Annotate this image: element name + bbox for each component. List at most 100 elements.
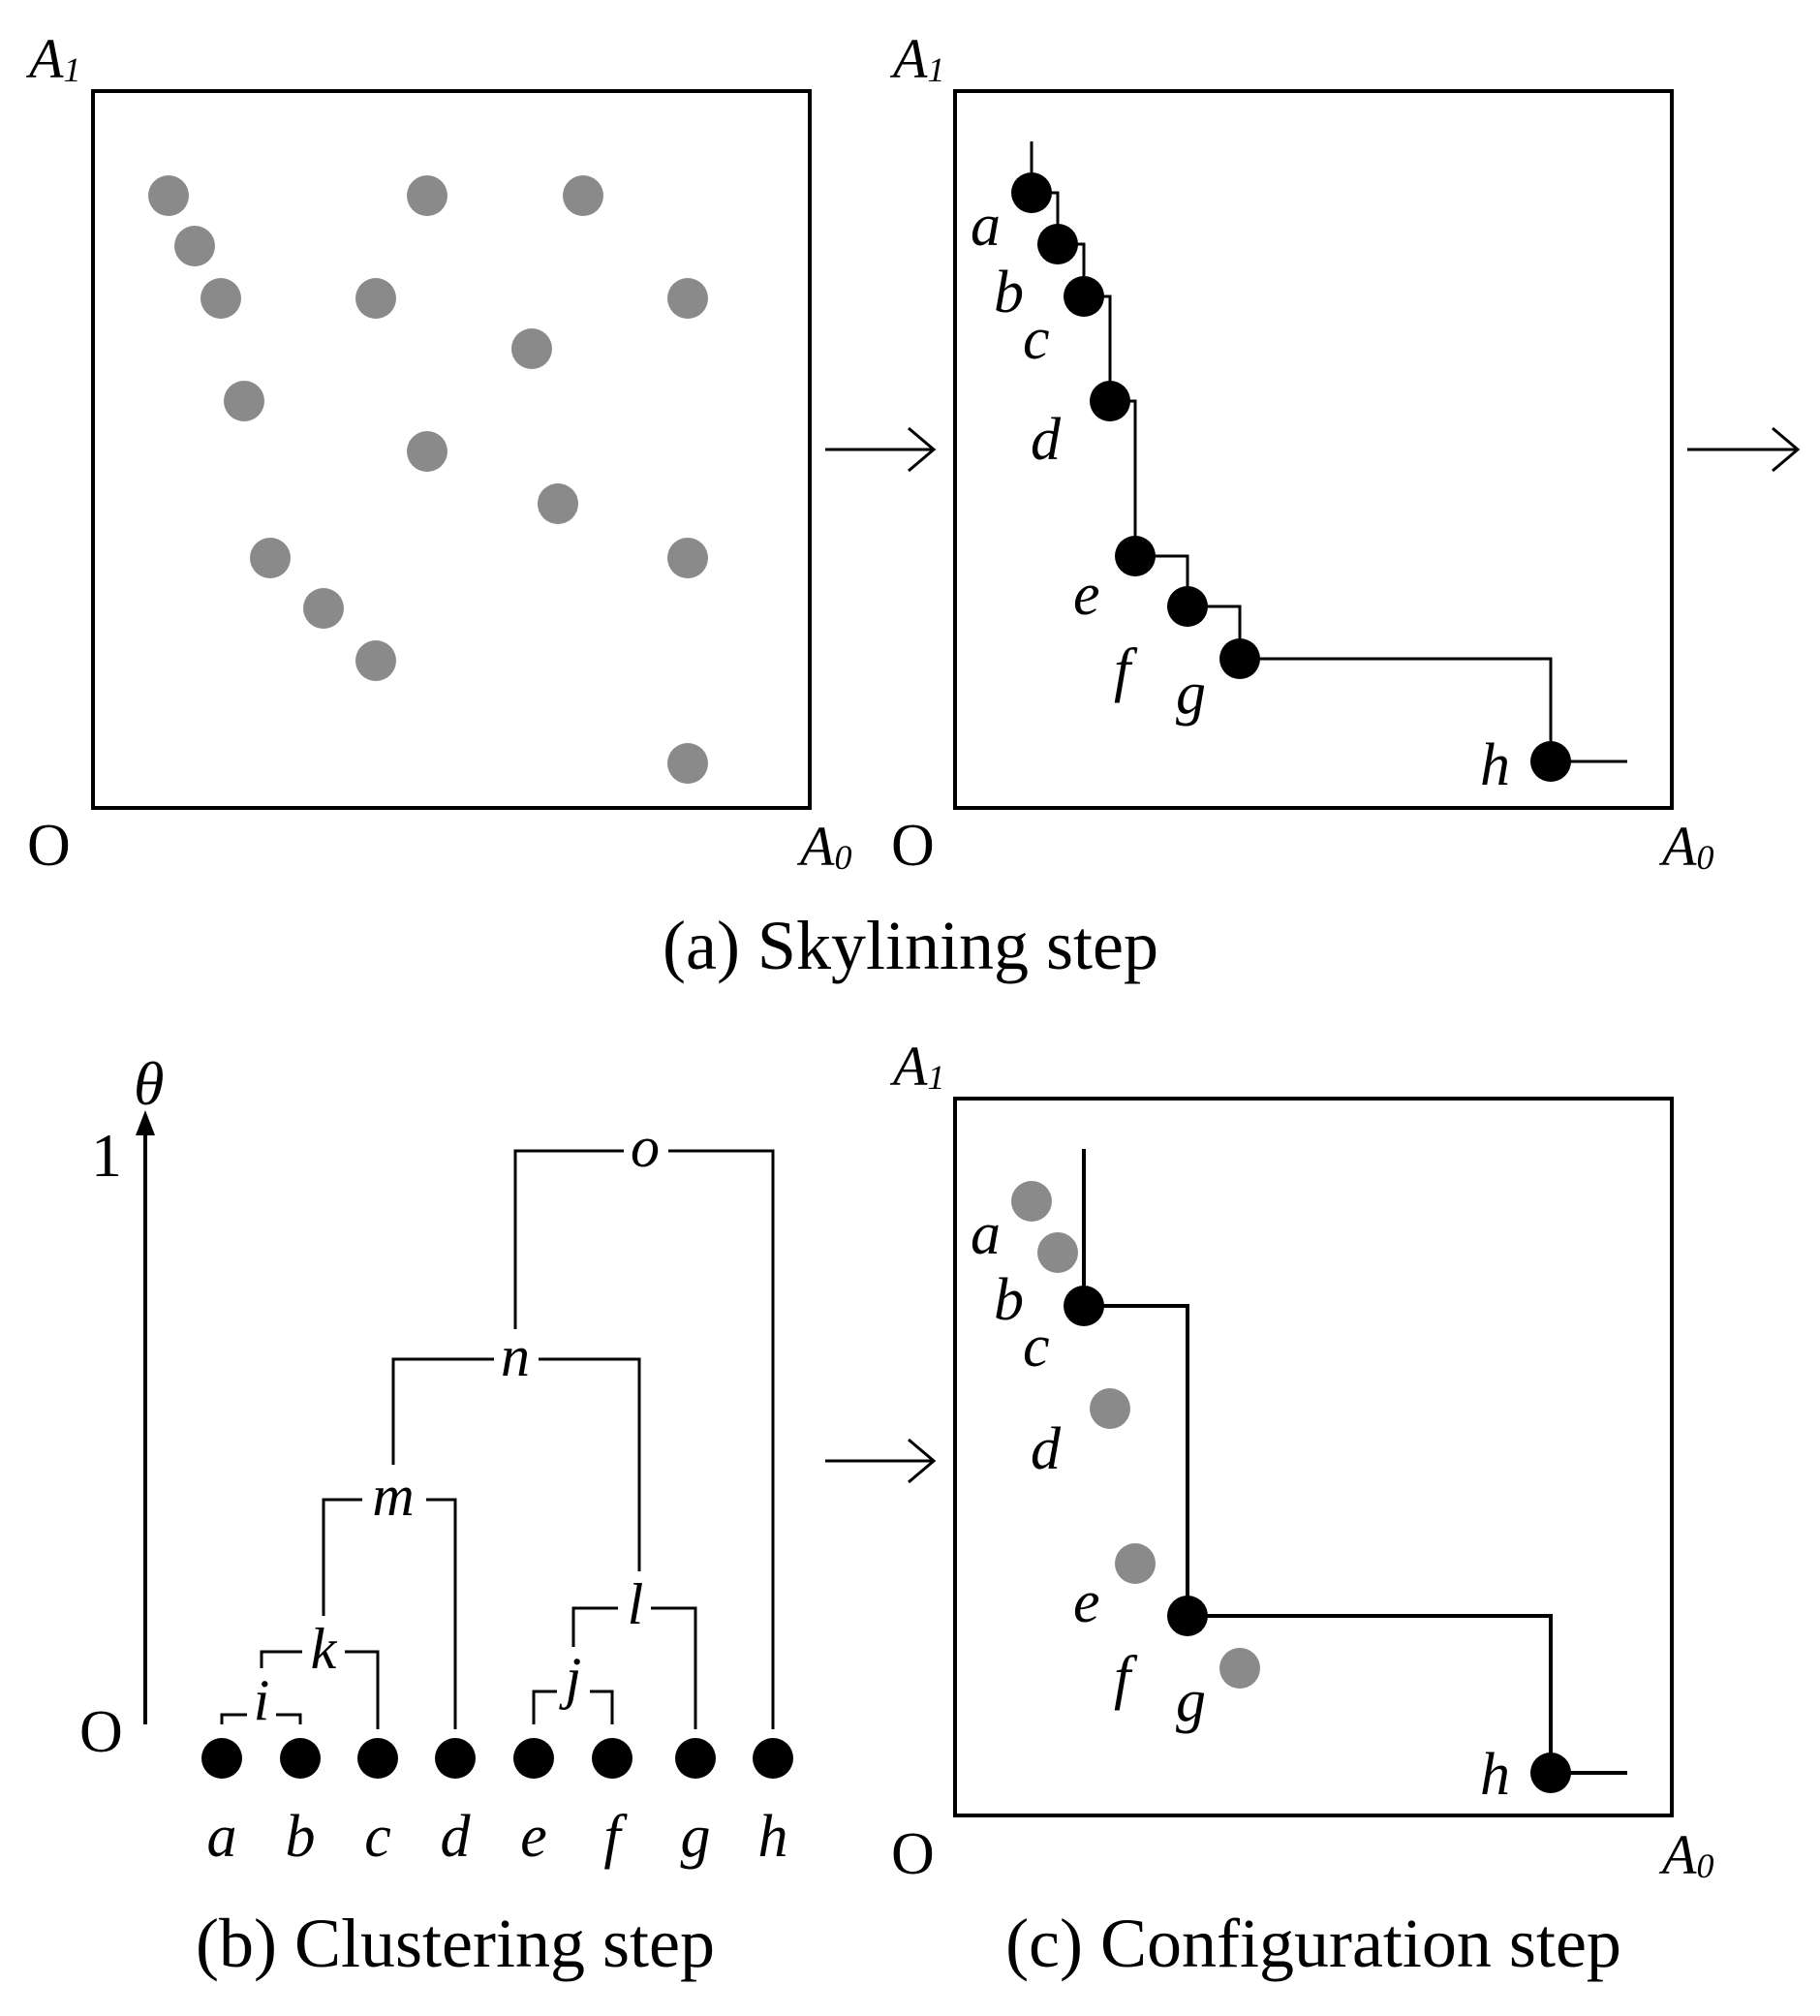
axis-tick-1: 1 — [91, 1121, 122, 1190]
point — [667, 278, 708, 319]
leaf-e — [513, 1738, 554, 1779]
point — [303, 588, 344, 629]
panel-a-left-plot: A1 O A0 — [25, 27, 851, 879]
point — [201, 278, 241, 319]
label-b: b — [994, 1267, 1024, 1333]
point-d — [1090, 381, 1130, 421]
merge-labels: i j k l m n o — [247, 1115, 668, 1732]
y-axis-label: A1 — [25, 27, 80, 90]
panel-a-right-plot: A1 O A0 a b c d e f g h — [889, 27, 1713, 879]
merge-label-l: l — [628, 1572, 644, 1636]
skyline-points — [1011, 172, 1571, 782]
arrow-right-icon — [1687, 426, 1801, 473]
arrow-right-icon — [825, 1438, 937, 1484]
label-d: d — [1031, 1416, 1062, 1482]
leaf-points — [201, 1738, 793, 1779]
point — [407, 431, 447, 472]
point-a — [1011, 172, 1052, 213]
label-f: f — [1114, 1645, 1138, 1711]
point-a — [1011, 1181, 1052, 1222]
leaf-label-e: e — [520, 1804, 547, 1870]
label-a: a — [971, 1201, 1001, 1267]
point-e — [1115, 536, 1156, 576]
origin-label: O — [79, 1699, 123, 1765]
point-b — [1037, 1232, 1078, 1273]
point — [174, 226, 215, 266]
label-c: c — [1023, 306, 1050, 372]
point-f — [1167, 1596, 1208, 1636]
link-n — [391, 1357, 641, 1608]
x-axis-label: A0 — [1658, 1823, 1713, 1886]
configuration-staircase — [1082, 1149, 1627, 1775]
leaf-label-g: g — [681, 1804, 711, 1870]
leaf-a — [201, 1738, 242, 1779]
point-c — [1064, 276, 1104, 317]
point-labels: a b c d e f g h — [971, 1201, 1510, 1808]
origin-label: O — [891, 813, 935, 879]
leaf-label-b: b — [286, 1804, 316, 1870]
label-e: e — [1073, 1569, 1100, 1635]
theta-axis: θ 1 O — [79, 1049, 164, 1765]
discarded-points — [1011, 1181, 1260, 1689]
origin-label: O — [27, 813, 71, 879]
point — [407, 175, 447, 216]
x-axis-label: A0 — [1658, 815, 1713, 878]
point-c — [1064, 1286, 1104, 1326]
point-e — [1115, 1543, 1156, 1584]
point-d — [1090, 1388, 1130, 1429]
point — [511, 328, 552, 369]
point-h — [1530, 741, 1571, 782]
caption-a: (a) Skylining step — [663, 907, 1158, 984]
point-g — [1219, 1648, 1260, 1689]
y-axis-label: A1 — [889, 27, 944, 90]
plot-frame — [953, 1097, 1674, 1817]
plot-frame — [91, 89, 812, 810]
leaf-labels: a b c d e f g h — [207, 1804, 788, 1870]
point — [250, 538, 291, 578]
link-o — [513, 1149, 775, 1729]
leaf-label-d: d — [441, 1804, 472, 1870]
theta-label: θ — [134, 1049, 164, 1118]
leaf-b — [280, 1738, 321, 1779]
point-labels: a b c d e f g h — [971, 193, 1510, 798]
merge-label-o: o — [631, 1115, 660, 1179]
point — [667, 743, 708, 784]
point — [355, 640, 396, 681]
arrow-right-icon — [825, 426, 937, 473]
merge-label-m: m — [372, 1464, 414, 1528]
caption-b: (b) Clustering step — [196, 1905, 715, 1982]
label-c: c — [1023, 1314, 1050, 1380]
label-e: e — [1073, 562, 1100, 628]
leaf-g — [675, 1738, 716, 1779]
axis-arrowhead-icon — [136, 1110, 155, 1135]
link-m — [322, 1498, 457, 1729]
leaf-d — [435, 1738, 476, 1779]
label-g: g — [1176, 661, 1206, 727]
leaf-label-a: a — [207, 1804, 237, 1870]
point — [538, 483, 578, 524]
plot-frame — [953, 89, 1674, 810]
point — [224, 381, 264, 421]
label-h: h — [1480, 1742, 1510, 1808]
leaf-h — [753, 1738, 793, 1779]
panel-b-dendrogram: θ 1 O i j k l m n o — [79, 1049, 793, 1870]
panel-c-plot: A1 O A0 a b c d e f g h — [889, 1035, 1713, 1887]
point-g — [1219, 638, 1260, 679]
point — [563, 175, 603, 216]
label-g: g — [1176, 1668, 1206, 1734]
label-b: b — [994, 260, 1024, 326]
point-b — [1037, 224, 1078, 264]
point-f — [1167, 586, 1208, 627]
scatter-points — [148, 175, 708, 784]
label-a: a — [971, 193, 1001, 259]
origin-label: O — [891, 1821, 935, 1887]
merge-label-n: n — [501, 1324, 530, 1388]
point — [355, 278, 396, 319]
leaf-label-f: f — [603, 1804, 628, 1870]
point-h — [1530, 1752, 1571, 1793]
y-axis-label: A1 — [889, 1035, 944, 1098]
leaf-label-c: c — [364, 1804, 391, 1870]
point — [148, 175, 189, 216]
label-h: h — [1480, 732, 1510, 798]
